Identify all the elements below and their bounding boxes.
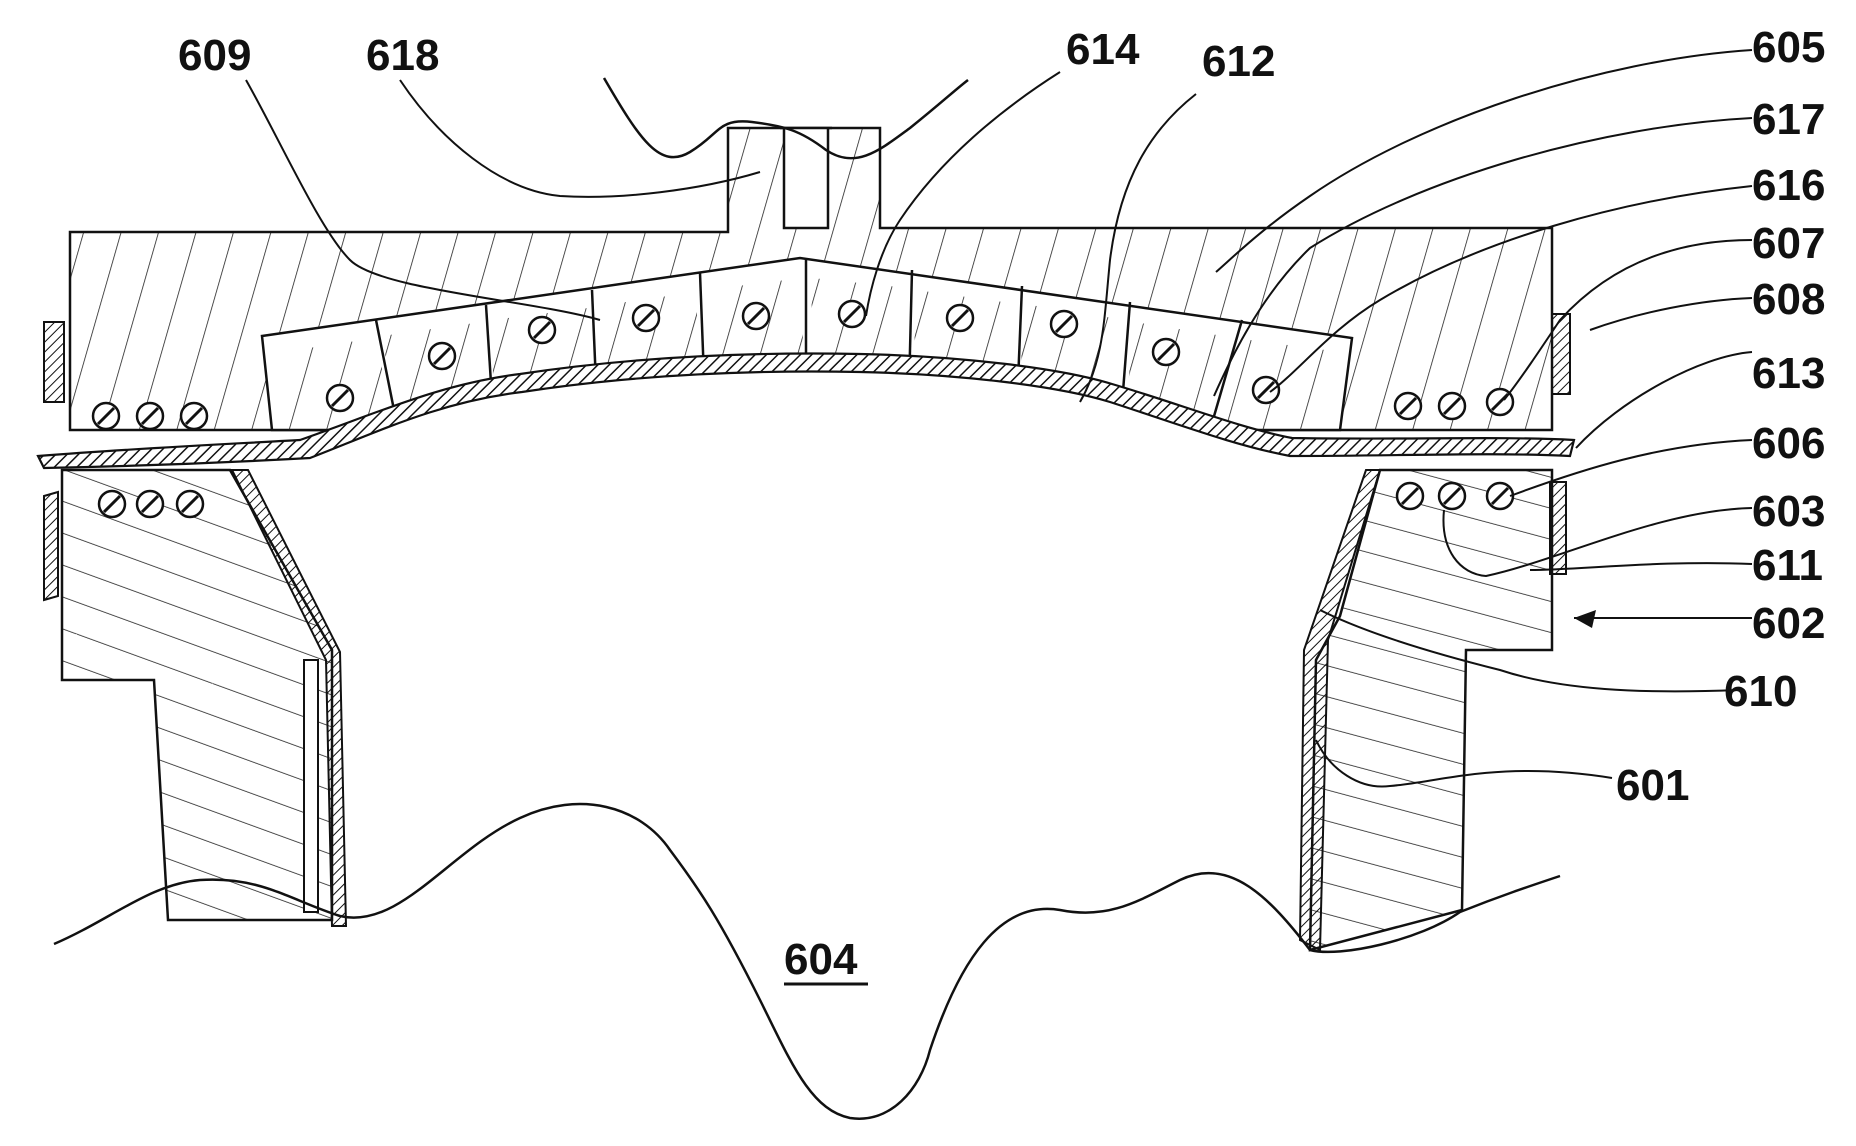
label-618: 618 <box>366 31 439 80</box>
label-607: 607 <box>1752 219 1825 268</box>
label-616: 616 <box>1752 161 1825 210</box>
label-609: 609 <box>178 31 251 80</box>
label-617: 617 <box>1752 95 1825 144</box>
label-605: 605 <box>1752 23 1825 72</box>
label-611: 611 <box>1752 541 1823 590</box>
label-614: 614 <box>1066 25 1140 74</box>
label-603: 603 <box>1752 487 1825 536</box>
label-608: 608 <box>1752 275 1825 324</box>
label-606: 606 <box>1752 419 1825 468</box>
label-610: 610 <box>1724 667 1797 716</box>
arrowhead-602 <box>1574 610 1596 628</box>
label-602: 602 <box>1752 599 1825 648</box>
label-601: 601 <box>1616 761 1689 810</box>
label-613: 613 <box>1752 349 1825 398</box>
label-604: 604 <box>784 935 858 984</box>
label-612: 612 <box>1202 37 1275 86</box>
